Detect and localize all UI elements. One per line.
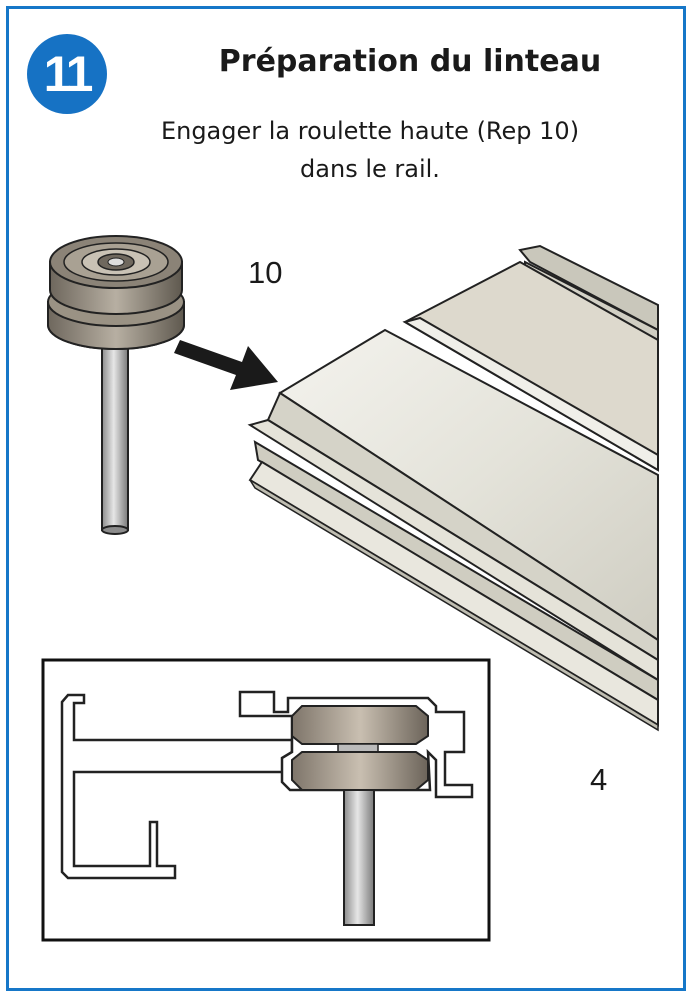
step-number-badge: 11 [27,34,107,114]
roller-part [47,235,185,535]
page-frame [6,6,686,991]
reference-label-rail: 4 [590,762,608,797]
instruction-line-1: Engager la roulette haute (Rep 10) [160,117,580,145]
insert-direction-arrow [174,340,278,390]
step-number: 11 [43,46,94,102]
instruction-line-2: dans le rail. [300,155,440,183]
cross-section-detail [41,658,491,942]
instruction-text: Engager la roulette haute (Rep 10) dans … [120,112,620,188]
reference-label-roller: 10 [248,255,283,290]
rail-profile [247,244,659,732]
page-title: Préparation du linteau [218,44,602,79]
